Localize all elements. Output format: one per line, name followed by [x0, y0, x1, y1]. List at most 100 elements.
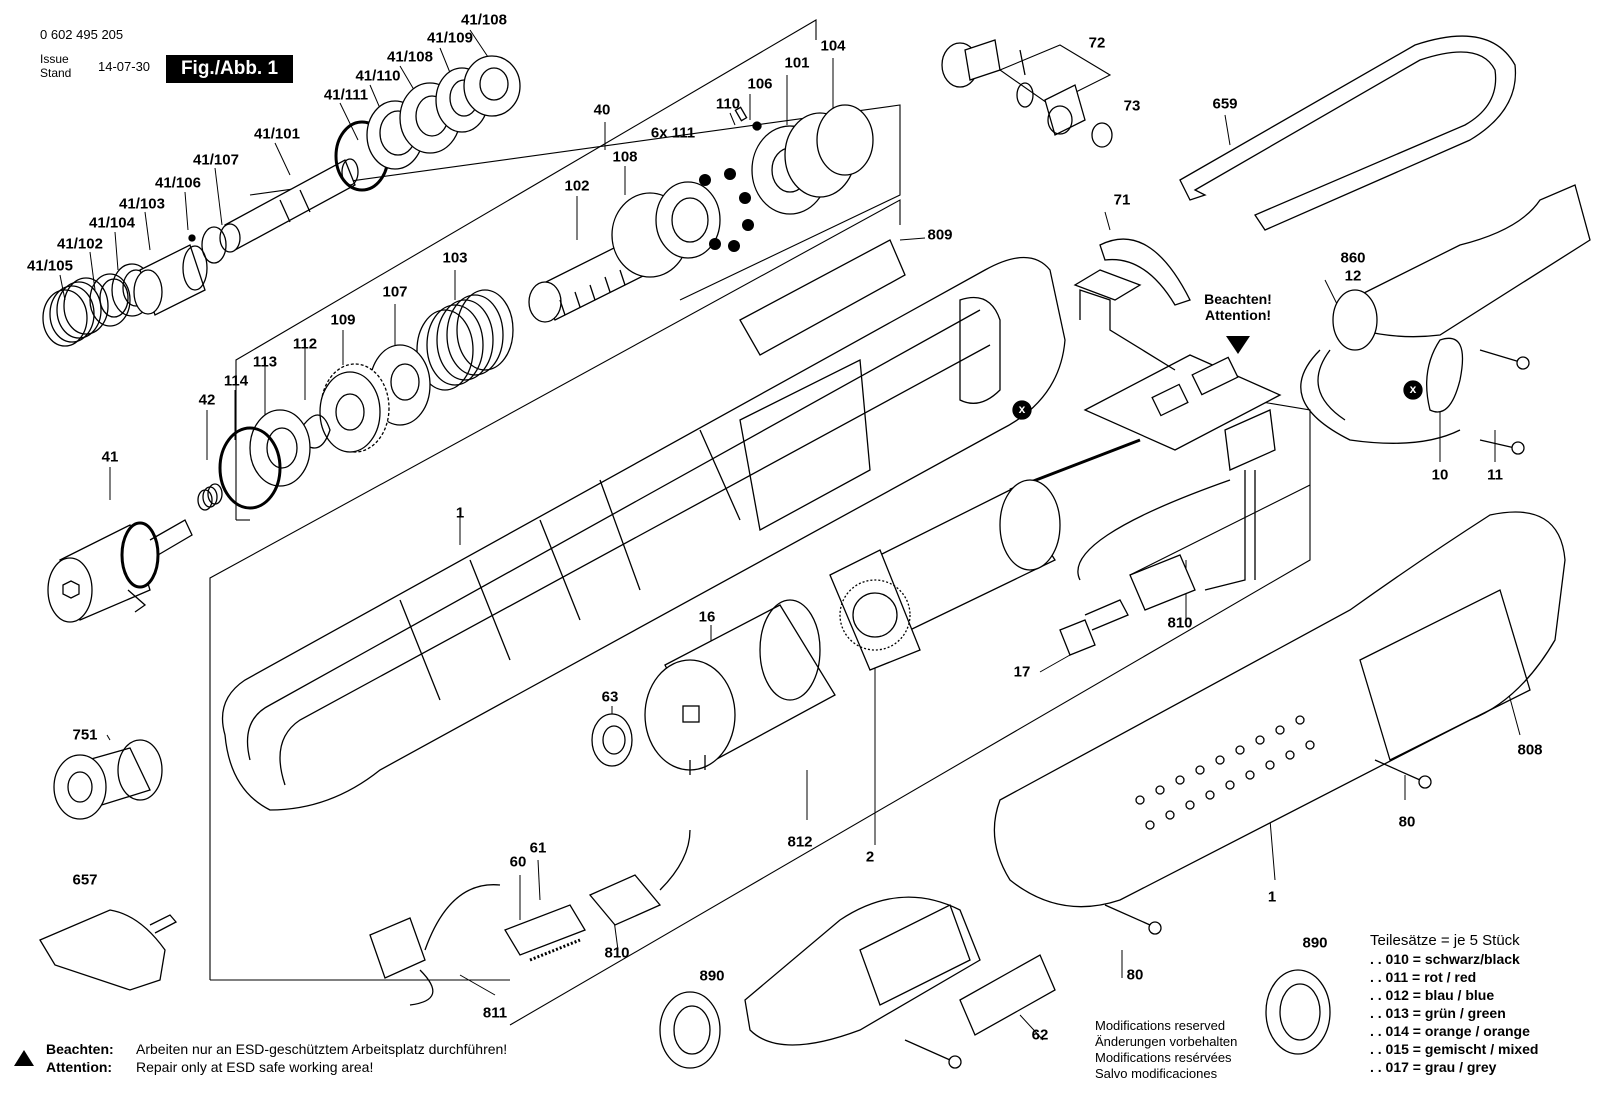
spindle-parts-72 — [941, 39, 1086, 136]
part-label: 811 — [482, 1004, 508, 1022]
part-label: 41/103 — [119, 195, 165, 213]
part-label: 113 — [252, 353, 278, 371]
oring-41-107 — [201, 226, 227, 264]
lower-housing-cap — [744, 896, 981, 1046]
switch-810-upper — [1129, 554, 1196, 611]
part-label: 104 — [820, 37, 846, 55]
ring-890-right — [1265, 969, 1331, 1055]
part-label: 41/111 — [323, 86, 369, 104]
part-label: 60 — [509, 853, 527, 871]
kit-item: . . 010 = schwarz/black — [1370, 951, 1520, 967]
label-809 — [739, 239, 906, 356]
washer-63 — [591, 713, 633, 767]
kits-title: Teilesätze = je 5 Stück — [1370, 932, 1520, 949]
part-label: 659 — [1212, 95, 1238, 113]
esd-note: Beachten:Arbeiten nur an ESD-geschütztem… — [20, 1040, 507, 1076]
part-label: 10 — [1431, 466, 1449, 484]
key-657 — [39, 909, 178, 991]
spindle-41-101 — [219, 158, 359, 253]
screws-11 — [1479, 349, 1530, 455]
esd-warning-icon — [14, 1050, 34, 1066]
part-label: 657 — [72, 871, 98, 889]
motor-2 — [829, 479, 1061, 671]
marker-x-1 — [1012, 400, 1032, 420]
kit-item: . . 013 = grün / green — [1370, 1005, 1506, 1021]
part-label: 72 — [1088, 34, 1106, 52]
part-label: 2 — [865, 848, 875, 866]
part-label: 109 — [330, 311, 356, 329]
housing-half-right — [993, 511, 1566, 908]
modifications-line: Modifications resérvées — [1095, 1050, 1232, 1065]
chuck-41 — [47, 519, 193, 623]
spring-clip-71 — [1099, 238, 1191, 306]
balls-6x111 — [699, 168, 754, 252]
spring-41-105 — [42, 277, 109, 347]
part-label: 42 — [198, 391, 216, 409]
oring-114 — [218, 426, 282, 510]
part-label: 63 — [601, 688, 619, 706]
part-label: 73 — [1123, 97, 1141, 115]
part-label: 41/108 — [387, 48, 433, 66]
part-label: 110 — [715, 95, 741, 113]
sleeve-41-103 — [133, 244, 208, 316]
part-label: 810 — [1167, 614, 1193, 632]
kit-item: . . 011 = rot / red — [1370, 969, 1477, 985]
ring-41-108b — [463, 55, 521, 117]
kit-item: . . 017 = grau / grey — [1370, 1059, 1497, 1075]
part-label: 41/104 — [89, 214, 135, 232]
spring-103 — [416, 289, 514, 391]
esd-text-de: Arbeiten nur an ESD-geschütztem Arbeitsp… — [136, 1041, 508, 1057]
circlip-112 — [299, 414, 331, 449]
part-label: 71 — [1113, 191, 1131, 209]
part-label: 41/102 — [57, 235, 103, 253]
part-label: 809 — [927, 226, 953, 244]
modifications-line: Modifications reserved — [1095, 1018, 1226, 1033]
switch-811 — [369, 884, 501, 1006]
marker-x-label: x — [1409, 382, 1417, 396]
cage-101 — [751, 104, 874, 215]
part-label: 103 — [442, 249, 468, 267]
part-label: 41/106 — [155, 174, 201, 192]
handle-attachment-860 — [1300, 184, 1591, 444]
marker-x-2 — [1403, 380, 1423, 400]
part-label: 6x 111 — [650, 124, 696, 142]
part-label: 808 — [1517, 741, 1543, 759]
part-label: 41/105 — [27, 257, 73, 275]
esd-text-en: Repair only at ESD safe working area! — [136, 1059, 374, 1075]
part-label: 1 — [1267, 888, 1277, 906]
part-label: 107 — [382, 283, 408, 301]
housing-half-1 — [221, 257, 1066, 811]
part-label: 41/101 — [254, 125, 300, 143]
part-label: 112 — [292, 335, 318, 353]
issue-label: Issue — [40, 52, 69, 66]
switch-810-lower — [588, 829, 691, 926]
marker-x-label: x — [1018, 402, 1026, 416]
part-label: 101 — [784, 54, 810, 72]
part-label: 40 — [593, 101, 611, 119]
kit-item: . . 012 = blau / blue — [1370, 987, 1495, 1003]
spring-42 — [197, 483, 223, 511]
part-number: 0 602 495 205 — [40, 27, 124, 42]
part-label: 810 — [604, 944, 630, 962]
brush-60-61 — [504, 904, 586, 962]
part-label: 12 — [1344, 267, 1362, 285]
ball-41-106 — [188, 234, 196, 242]
part-label: 751 — [72, 726, 98, 744]
part-label: 890 — [1302, 934, 1328, 952]
kit-item: . . 015 = gemischt / mixed — [1370, 1041, 1539, 1057]
modifications-notice: Modifications reserved Änderungen vorbeh… — [1095, 1018, 1237, 1082]
part-label: 41/109 — [427, 29, 473, 47]
modifications-line: Änderungen vorbehalten — [1095, 1034, 1238, 1049]
oring-73 — [1091, 122, 1113, 148]
attention-arrow-icon — [1226, 336, 1250, 354]
part-label: 812 — [787, 833, 813, 851]
part-label: 41/107 — [193, 151, 239, 169]
part-label: 890 — [699, 967, 725, 985]
part-label: 80 — [1398, 813, 1416, 831]
part-label: 41 — [101, 448, 119, 466]
part-label: 62 — [1031, 1026, 1049, 1044]
kit-item: . . 014 = orange / orange — [1370, 1023, 1530, 1039]
assembly-bracket-lines — [209, 19, 1311, 1026]
part-label: 860 — [1340, 249, 1366, 267]
motor-16 — [644, 599, 836, 775]
